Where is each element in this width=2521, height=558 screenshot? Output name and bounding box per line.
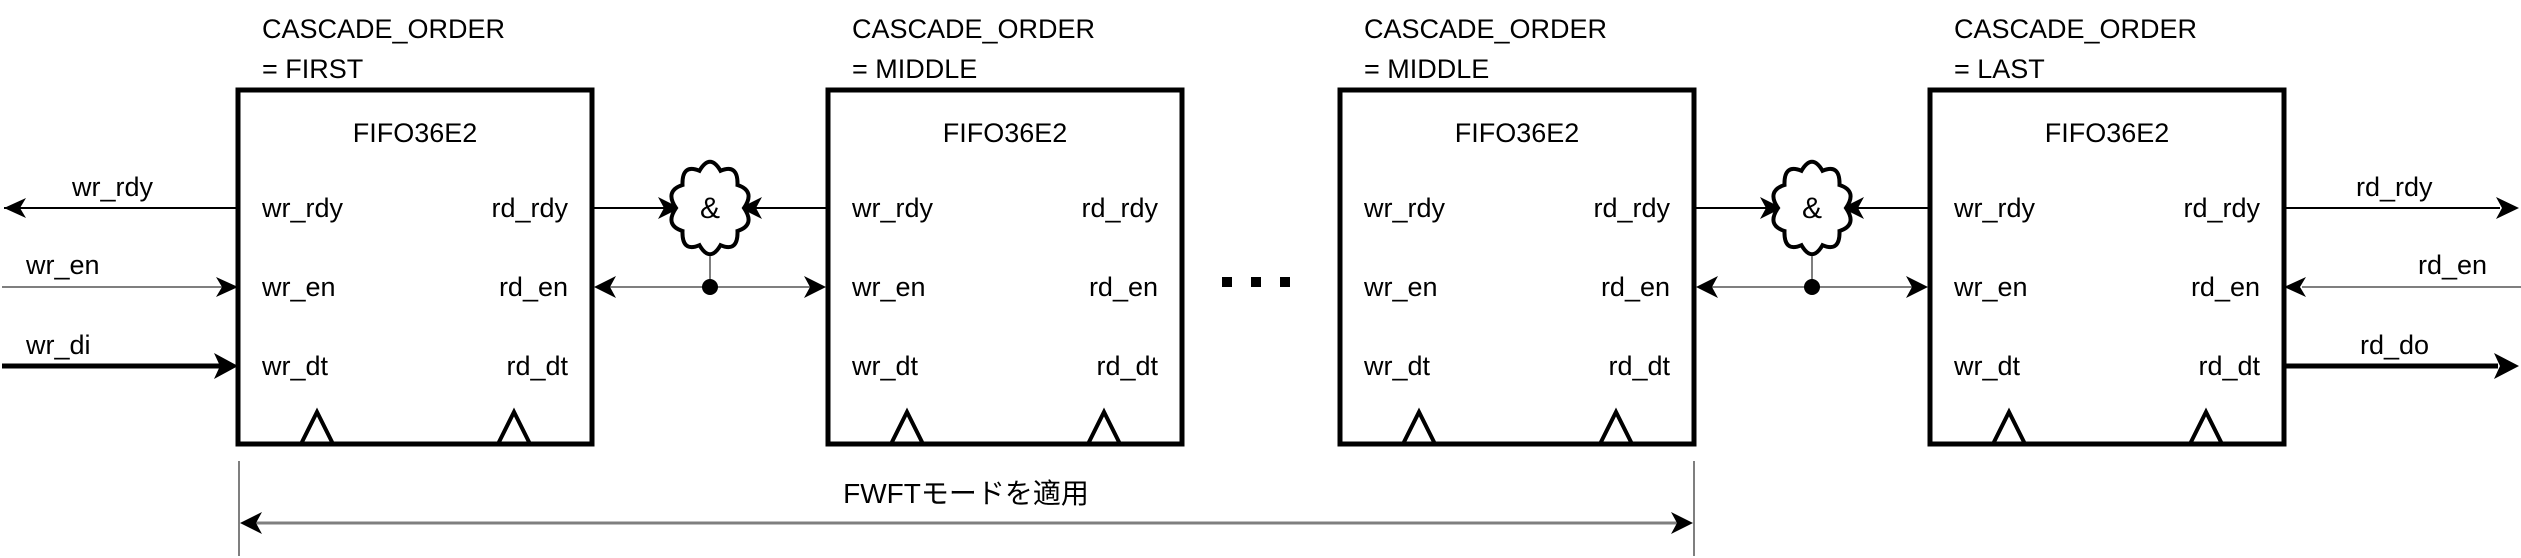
port-rd-rdy: rd_rdy	[1081, 193, 1158, 223]
ext-wr-en-label: wr_en	[25, 250, 100, 280]
cascade-order-param-line2: = LAST	[1954, 54, 2045, 84]
clock-triangle-icon	[1086, 407, 1122, 445]
port-rd-en: rd_en	[1601, 272, 1670, 302]
junction-dot-icon	[702, 279, 718, 295]
fwft-mode-label: FWFTモードを適用	[843, 478, 1089, 509]
cascade-order-param-line2: = FIRST	[262, 54, 363, 84]
arrowhead-icon	[1842, 197, 1864, 219]
arrowhead-icon	[594, 276, 616, 298]
cascade-order-param-line1: CASCADE_ORDER	[1954, 14, 2197, 44]
cascade-order-param-line2: = MIDDLE	[1364, 54, 1489, 84]
and-gate-cloud-icon	[669, 159, 751, 257]
cascade-order-param-line1: CASCADE_ORDER	[852, 14, 1095, 44]
port-wr-en: wr_en	[1953, 272, 2028, 302]
junction-dot-icon	[1804, 279, 1820, 295]
and-gate-cloud-icon	[1771, 159, 1853, 257]
and-gate-symbol: &	[700, 192, 720, 225]
fifo-box	[1337, 87, 1697, 447]
port-wr-dt: wr_dt	[261, 351, 329, 381]
clock-triangle-icon	[889, 407, 925, 445]
port-wr-rdy: wr_rdy	[1953, 193, 2036, 223]
ext-rd-rdy-label: rd_rdy	[2356, 172, 2433, 202]
arrowhead-icon	[1696, 276, 1718, 298]
ext-rd-en-label: rd_en	[2418, 250, 2487, 280]
port-wr-en: wr_en	[851, 272, 926, 302]
arrowhead-icon	[214, 353, 238, 379]
fifo-name: FIFO36E2	[1455, 118, 1580, 148]
port-rd-dt: rd_dt	[2198, 351, 2260, 381]
and-gate-symbol: &	[1802, 192, 1822, 225]
arrowhead-icon	[240, 512, 262, 534]
port-wr-dt: wr_dt	[851, 351, 919, 381]
port-wr-rdy: wr_rdy	[261, 193, 344, 223]
left-external-signals: wr_rdy wr_en wr_di	[2, 172, 238, 379]
arrowhead-icon	[1906, 276, 1928, 298]
fifo-name: FIFO36E2	[2045, 118, 2170, 148]
port-wr-en: wr_en	[261, 272, 336, 302]
fifo-box	[825, 87, 1185, 447]
arrowhead-icon	[1671, 512, 1693, 534]
clock-triangle-icon	[2188, 407, 2224, 445]
port-rd-dt: rd_dt	[1608, 351, 1670, 381]
ext-rd-do-label: rd_do	[2360, 330, 2429, 360]
port-rd-dt: rd_dt	[506, 351, 568, 381]
fifo-box	[1927, 87, 2287, 447]
fifo-block: CASCADE_ORDER = MIDDLE FIFO36E2 wr_rdy wr_en…	[1337, 14, 1697, 447]
fifo-block: CASCADE_ORDER = MIDDLE FIFO36E2 wr_rdy wr_en…	[825, 14, 1185, 447]
clock-triangle-icon	[1401, 407, 1437, 445]
port-wr-en: wr_en	[1363, 272, 1438, 302]
and-gate-link: &	[1694, 159, 1930, 298]
port-rd-en: rd_en	[499, 272, 568, 302]
fifo-name: FIFO36E2	[353, 118, 478, 148]
fifo-block: CASCADE_ORDER = LAST FIFO36E2 wr_rdy wr_enwr…	[1927, 14, 2287, 447]
and-gate-link: &	[592, 159, 828, 298]
ext-wr-di-label: wr_di	[25, 330, 91, 360]
clock-triangle-icon	[1991, 407, 2027, 445]
arrowhead-icon	[4, 198, 26, 218]
right-external-signals: rd_rdy rd_en rd_do	[2284, 172, 2521, 379]
arrowhead-icon	[658, 197, 680, 219]
port-rd-en: rd_en	[1089, 272, 1158, 302]
ext-wr-rdy-label: wr_rdy	[71, 172, 154, 202]
port-wr-dt: wr_dt	[1363, 351, 1431, 381]
clock-triangle-icon	[1598, 407, 1634, 445]
port-rd-rdy: rd_rdy	[2183, 193, 2260, 223]
port-rd-dt: rd_dt	[1096, 351, 1158, 381]
cascade-order-param-line2: = MIDDLE	[852, 54, 977, 84]
arrowhead-icon	[2494, 353, 2519, 379]
fifo-name: FIFO36E2	[943, 118, 1068, 148]
fwft-span: FWFTモードを適用	[238, 461, 1695, 556]
arrowhead-icon	[740, 197, 762, 219]
arrowhead-icon	[2284, 277, 2306, 297]
arrowhead-icon	[804, 276, 826, 298]
port-wr-rdy: wr_rdy	[1363, 193, 1446, 223]
arrowhead-icon	[216, 277, 238, 297]
fifo-block: CASCADE_ORDER = FIRST FIFO36E2 wr_rdy wr_enw…	[235, 14, 595, 447]
port-wr-rdy: wr_rdy	[851, 193, 934, 223]
cascade-order-param-line1: CASCADE_ORDER	[262, 14, 505, 44]
ellipsis-icon	[1222, 277, 1290, 287]
arrowhead-icon	[2496, 197, 2519, 219]
port-rd-rdy: rd_rdy	[1593, 193, 1670, 223]
arrowhead-icon	[1760, 197, 1782, 219]
fifo-box	[235, 87, 595, 447]
port-rd-en: rd_en	[2191, 272, 2260, 302]
port-rd-rdy: rd_rdy	[491, 193, 568, 223]
clock-triangle-icon	[496, 407, 532, 445]
clock-triangle-icon	[299, 407, 335, 445]
cascade-order-param-line1: CASCADE_ORDER	[1364, 14, 1607, 44]
port-wr-dt: wr_dt	[1953, 351, 2021, 381]
